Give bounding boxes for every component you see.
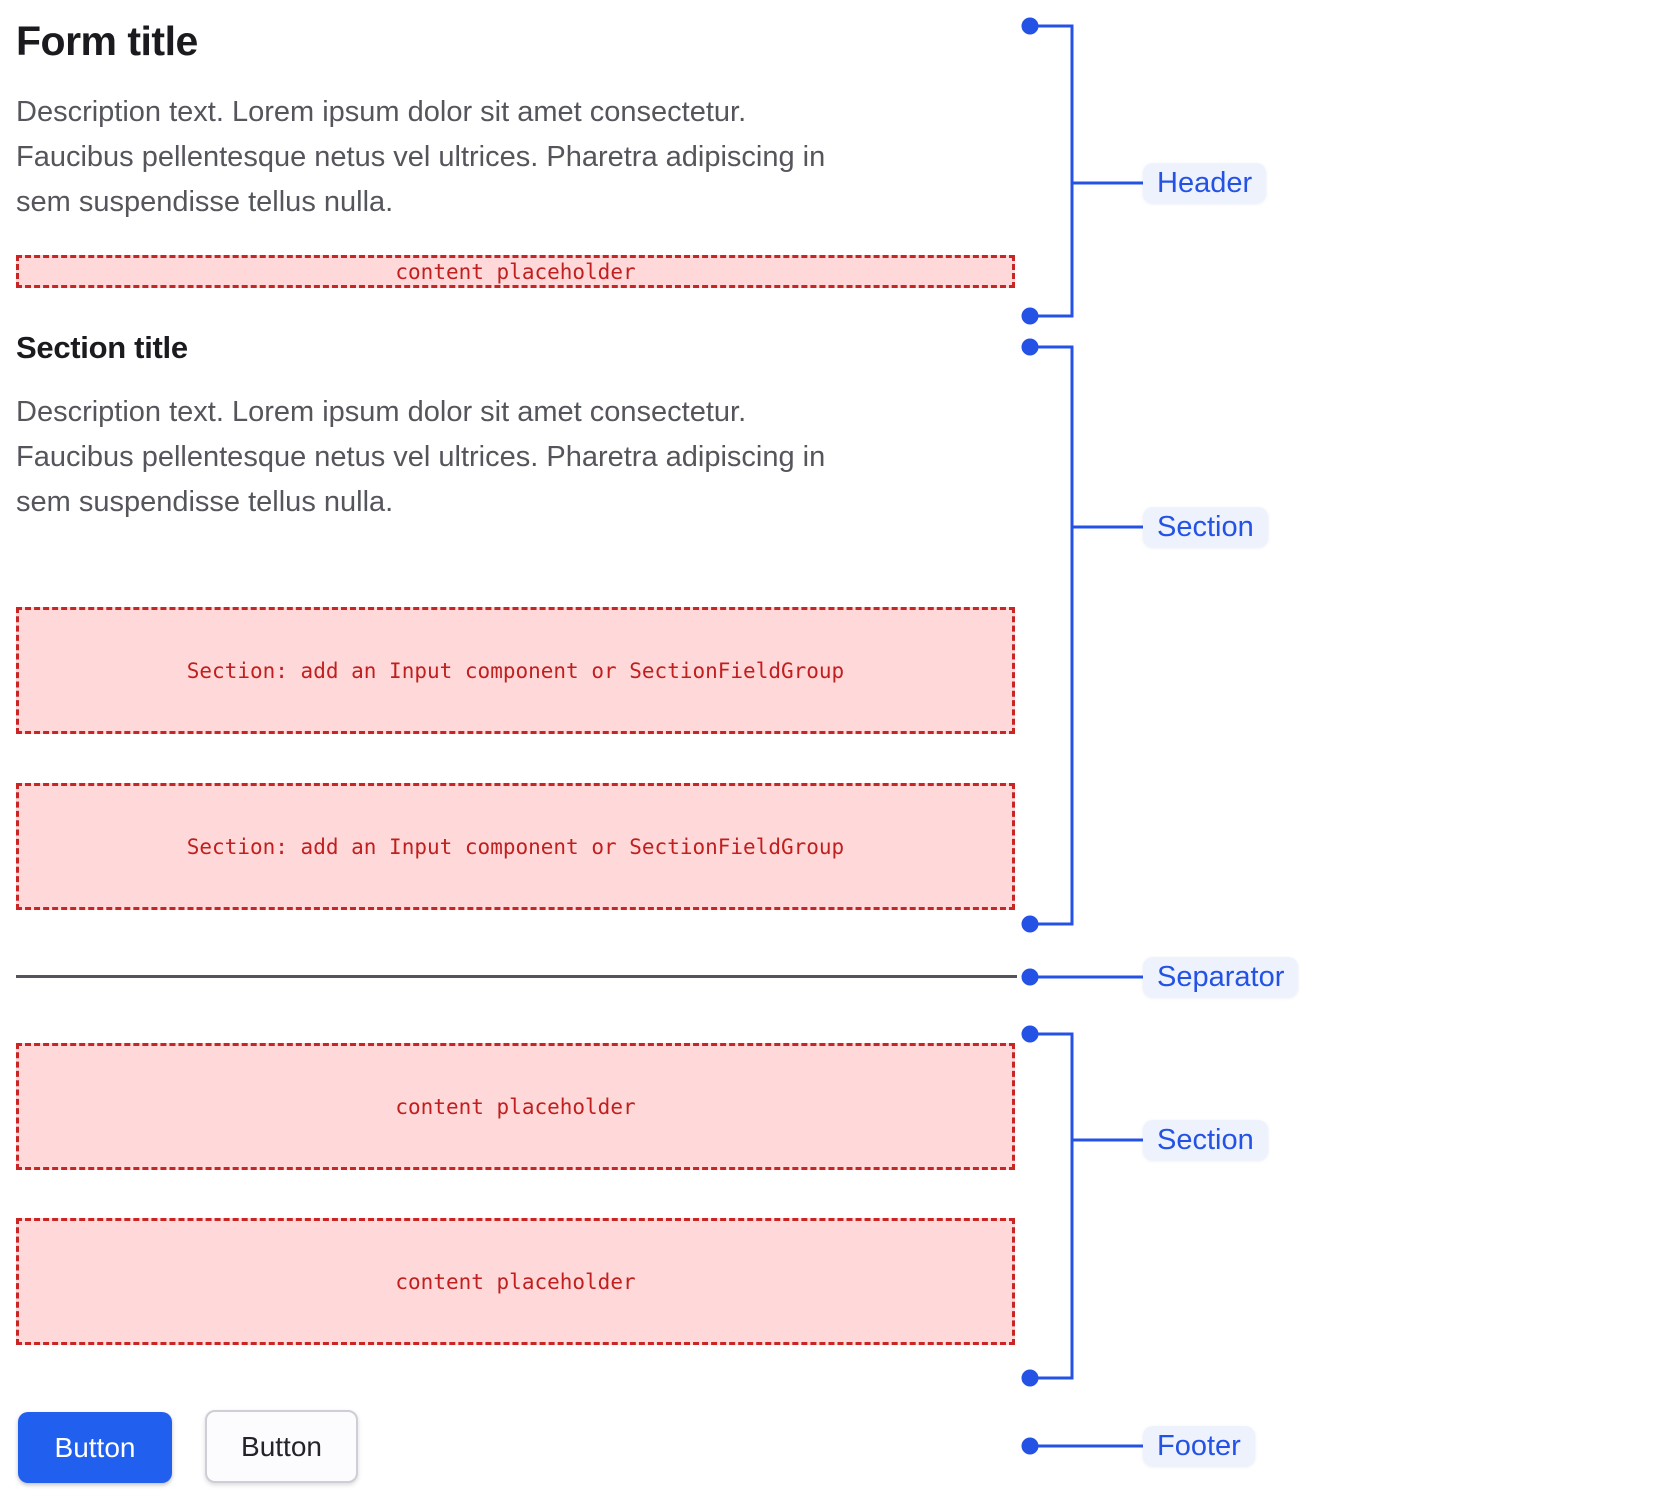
section2-bracket [1021, 1025, 1143, 1387]
section-description-line: Description text. Lorem ipsum dolor sit … [16, 396, 747, 428]
header-bracket [1021, 17, 1143, 325]
section-input-slot: Section: add an Input component or Secti… [16, 607, 1015, 734]
form-description-line: sem suspendisse tellus nulla. [16, 186, 394, 218]
section-input-slot: Section: add an Input component or Secti… [16, 783, 1015, 910]
annotation-pill-footer: Footer [1143, 1426, 1255, 1466]
connector-dot [1021, 1437, 1039, 1455]
connector-dot [1021, 338, 1039, 356]
connector-dot [1021, 1369, 1039, 1387]
section-title: Section title [16, 330, 188, 365]
separator-pointer [1021, 968, 1143, 986]
connector-dot [1021, 968, 1039, 986]
section-description-line: sem suspendisse tellus nulla. [16, 486, 394, 518]
form-title: Form title [16, 18, 198, 64]
header-content-placeholder-slot: content placeholder [16, 255, 1015, 288]
primary-button[interactable]: Button [18, 1412, 172, 1483]
footer-pointer [1021, 1437, 1143, 1455]
connector-dot [1021, 307, 1039, 325]
connector-dot [1021, 915, 1039, 933]
form-description: Description text. Lorem ipsum dolor sit … [16, 90, 825, 225]
form-description-line: Faucibus pellentesque netus vel ultrices… [16, 141, 826, 173]
section-content-placeholder-slot: content placeholder [16, 1218, 1015, 1345]
section-description: Description text. Lorem ipsum dolor sit … [16, 390, 825, 525]
secondary-button[interactable]: Button [205, 1410, 358, 1483]
form-description-line: Description text. Lorem ipsum dolor sit … [16, 96, 747, 128]
annotation-pill-header: Header [1143, 163, 1267, 203]
annotation-pill-section: Section [1143, 507, 1268, 547]
connector-dot [1021, 1025, 1039, 1043]
annotation-pill-separator: Separator [1143, 957, 1299, 997]
section-content-placeholder-slot: content placeholder [16, 1043, 1015, 1170]
separator-rule [16, 975, 1017, 978]
connector-dot [1021, 17, 1039, 35]
section1-bracket [1021, 338, 1143, 933]
annotation-pill-section: Section [1143, 1120, 1268, 1160]
section-description-line: Faucibus pellentesque netus vel ultrices… [16, 441, 826, 473]
